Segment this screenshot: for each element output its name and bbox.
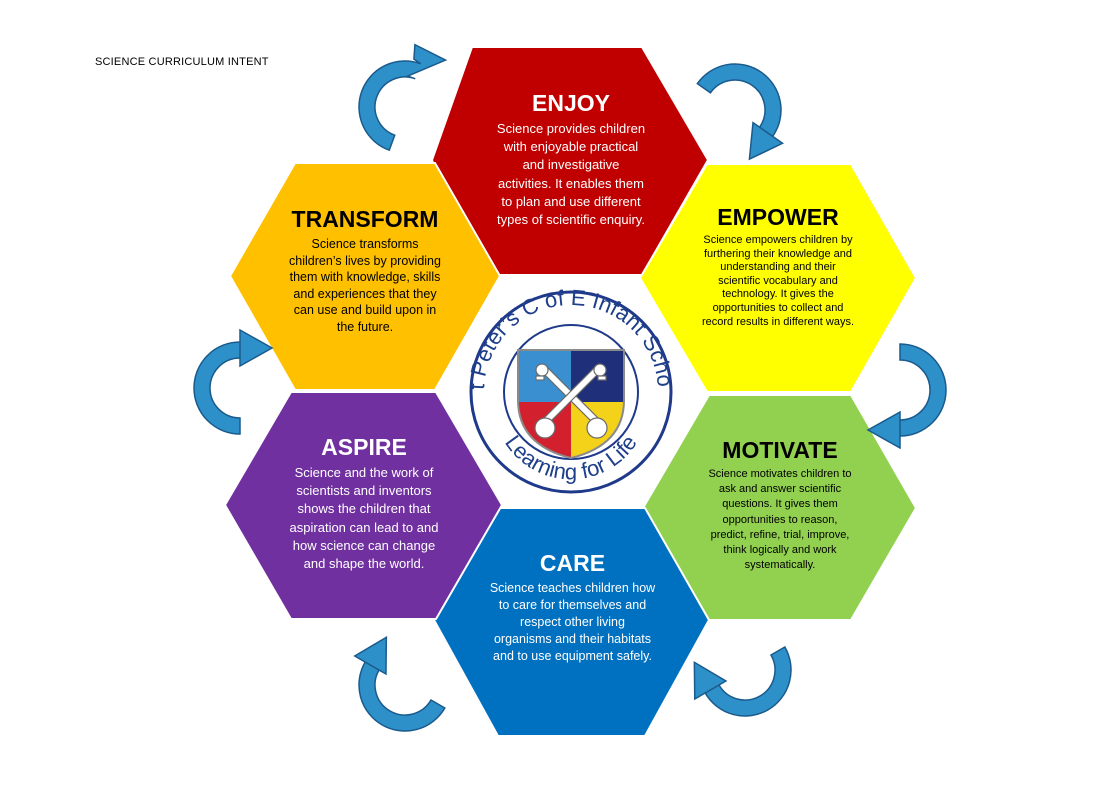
aspire-title: ASPIRE — [321, 434, 407, 460]
transform-text-block: TRANSFORM Science transforms children’s … — [262, 206, 468, 336]
care-text-block: CARE Science teaches children how to car… — [470, 550, 675, 665]
aspire-description: Science and the work of scientists and i… — [289, 465, 439, 572]
enjoy-description: Science provides children with enjoyable… — [496, 121, 646, 228]
enjoy-text-block: ENJOY Science provides children with enj… — [468, 90, 674, 229]
arrow-bottom-right — [693, 645, 792, 717]
hex-transform — [228, 162, 502, 391]
empower-description: Science empowers children by furthering … — [701, 234, 855, 328]
aspire-text-block: ASPIRE Science and the work of scientist… — [262, 434, 466, 573]
shield-icon — [517, 349, 625, 460]
enjoy-title: ENJOY — [532, 90, 610, 116]
hex-empower — [638, 163, 918, 393]
transform-title: TRANSFORM — [291, 206, 439, 232]
hex-aspire — [223, 391, 504, 620]
motivate-description: Science motivates children to ask and an… — [708, 468, 852, 572]
arrow-top-right — [696, 63, 784, 161]
motivate-text-block: MOTIVATE Science motivates children to a… — [676, 437, 884, 573]
empower-text-block: EMPOWER Science empowers children by fur… — [672, 204, 884, 329]
transform-description: Science transforms children’s lives by p… — [289, 237, 441, 334]
arrow-bottom-left — [353, 635, 446, 732]
arrow-top-left — [358, 43, 448, 152]
motivate-title: MOTIVATE — [722, 437, 838, 463]
arrow-left — [193, 328, 274, 435]
care-title: CARE — [539, 550, 606, 576]
empower-title: EMPOWER — [717, 204, 839, 230]
care-description: Science teaches children how to care for… — [489, 581, 656, 663]
page-title: SCIENCE CURRICULUM INTENT — [95, 56, 269, 68]
crossed-keys-icon — [534, 363, 608, 439]
arrow-right — [866, 343, 947, 450]
